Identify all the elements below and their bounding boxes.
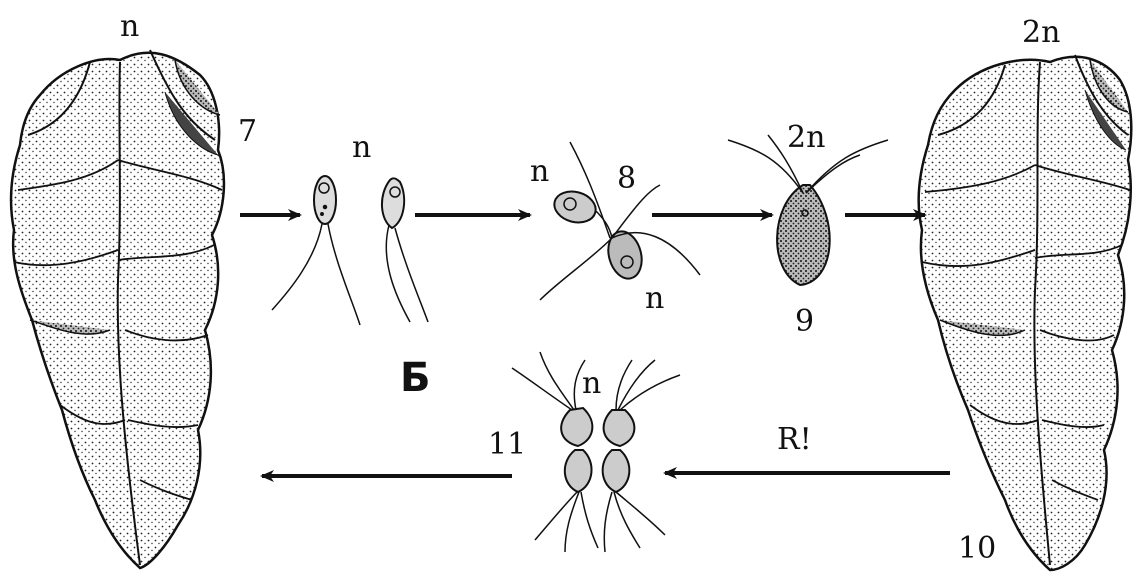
gametes xyxy=(272,176,428,325)
fusing-gamete-top-label: n xyxy=(530,157,549,187)
diploid-thallus-ploidy-label: 2n xyxy=(1022,18,1060,48)
step-8-label: 8 xyxy=(617,164,636,194)
haploid-thallus-ploidy-label: n xyxy=(120,12,139,42)
gametes-ploidy-label: n xyxy=(352,133,371,163)
step-11-label: 11 xyxy=(488,430,526,460)
step-10-label: 10 xyxy=(958,534,996,564)
zoospores-ploidy-label: n xyxy=(582,369,601,399)
meiosis-label: R! xyxy=(777,425,812,455)
fusing-gamete-bottom-label: n xyxy=(645,284,664,314)
step-7-label: 7 xyxy=(238,117,257,147)
step-9-label: 9 xyxy=(795,307,814,337)
zygote xyxy=(728,135,888,285)
zygote-ploidy-label: 2n xyxy=(787,123,825,153)
panel-letter-label: Б xyxy=(400,358,431,398)
diploid-thallus xyxy=(919,55,1132,570)
haploid-thallus xyxy=(11,50,224,568)
